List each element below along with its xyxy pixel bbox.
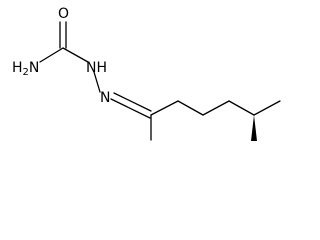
bond-nitrogen-nitrogen bbox=[93, 71, 101, 93]
bond-chain-4 bbox=[228, 100, 255, 116]
bond-carbon-hydrazine-nitrogen bbox=[62, 47, 89, 63]
bond-imine-double-2 bbox=[113, 92, 152, 112]
atom-label-amide-nitrogen: H2N bbox=[12, 60, 39, 78]
atom-label-oxygen: O bbox=[58, 6, 69, 22]
bond-imine-double-1 bbox=[110, 98, 151, 119]
atom-label-layer: O H2N NH N bbox=[12, 6, 110, 106]
bond-chain-3 bbox=[202, 100, 230, 116]
bond-chain-1 bbox=[150, 100, 179, 116]
chemical-structure-diagram: O H2N NH N bbox=[12, 6, 281, 141]
atom-label-hydrazine-nitrogen: NH bbox=[86, 60, 107, 76]
bond-chain-2 bbox=[177, 100, 204, 116]
bond-carbon-amide-nitrogen bbox=[39, 47, 64, 63]
bond-chain-5 bbox=[253, 100, 281, 116]
bond-stereo-wedge bbox=[251, 115, 257, 141]
bond-layer bbox=[39, 21, 281, 141]
atom-label-imine-nitrogen: N bbox=[100, 90, 110, 106]
